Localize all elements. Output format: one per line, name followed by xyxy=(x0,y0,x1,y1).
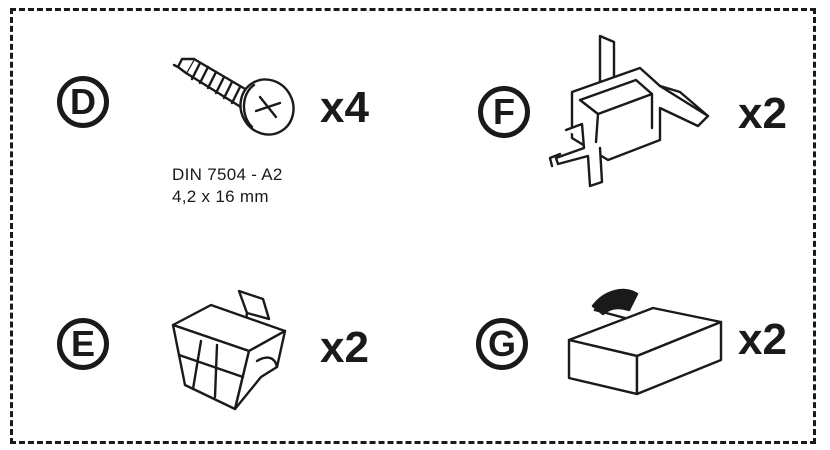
part-e-badge: E xyxy=(57,318,109,370)
part-d-badge: D xyxy=(57,76,109,128)
adhesive-pad-icon xyxy=(567,288,723,396)
part-f-quantity: x2 xyxy=(738,89,787,138)
mounting-bracket-icon xyxy=(548,34,710,188)
self-drilling-screw-icon xyxy=(172,57,295,136)
part-e-quantity: x2 xyxy=(320,323,369,372)
part-g-quantity: x2 xyxy=(738,315,787,364)
part-g-badge: G xyxy=(476,318,528,370)
part-d-spec: DIN 7504 - A2 4,2 x 16 mm xyxy=(172,164,283,208)
clip-bracket-icon xyxy=(171,289,287,411)
part-d-quantity: x4 xyxy=(320,83,369,132)
part-f-badge: F xyxy=(478,86,530,138)
part-d-spec-line-2: 4,2 x 16 mm xyxy=(172,187,269,206)
parts-frame xyxy=(10,8,816,444)
part-d-spec-line-1: DIN 7504 - A2 xyxy=(172,165,283,184)
